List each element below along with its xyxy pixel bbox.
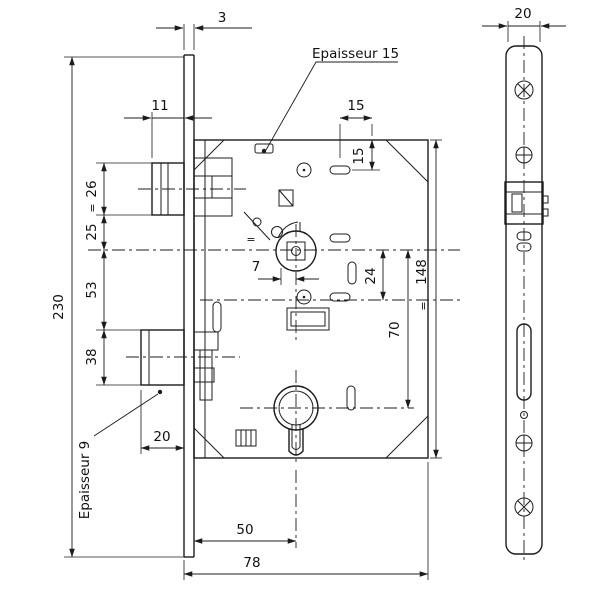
dim-label-70: 70 <box>387 321 403 338</box>
equals-mark-right: = <box>417 301 430 310</box>
equals-mark-center: = <box>246 233 255 246</box>
dim-axis-spacing-small: 24 <box>363 249 386 301</box>
centerlines <box>88 188 460 548</box>
dim-label-7: 7 <box>252 259 261 275</box>
equals-mark-left: = <box>86 203 99 212</box>
dim-label-78: 78 <box>243 555 260 571</box>
dim-faceplate-height: 230 <box>51 56 184 558</box>
dim-top-offset-v: 15 <box>351 139 380 171</box>
spring-lever <box>243 211 283 241</box>
dim-centre-distance: 70 <box>387 249 411 409</box>
dim-label-15h: 15 <box>347 98 364 114</box>
callout-dot-2 <box>157 389 163 395</box>
dim-label-11: 11 <box>151 98 168 114</box>
dim-label-148: 148 <box>414 259 430 285</box>
dim-label-20-side: 20 <box>514 6 531 22</box>
dim-label-53: 53 <box>84 281 100 298</box>
dim-case-depth: 78 <box>183 462 429 580</box>
side-slots <box>516 231 532 419</box>
deadbolt <box>140 329 219 401</box>
dim-backset: 50 <box>193 522 297 544</box>
callout-epaisseur-9: Epaisseur 9 <box>77 389 163 519</box>
screw-bottom-icon <box>514 497 534 517</box>
side-view <box>504 36 549 564</box>
fixing-holes <box>212 143 357 447</box>
dim-label-15v: 15 <box>351 147 367 164</box>
callout-epaisseur-15-label: Epaisseur 15 <box>312 46 399 62</box>
dim-top-offset-h: 15 <box>339 98 373 158</box>
dim-label-24: 24 <box>363 267 379 284</box>
dim-follower-to-bolt: 53 <box>84 249 107 331</box>
dim-bolt-height: 38 <box>84 329 141 386</box>
dim-label-26: 26 <box>84 180 100 197</box>
deadbolt-slot <box>516 323 532 401</box>
dim-label-50: 50 <box>236 522 253 538</box>
screw-upper-icon <box>515 146 533 164</box>
callout-epaisseur-15: Epaisseur 15 <box>261 46 399 154</box>
dim-case-height: 148 = <box>414 139 442 459</box>
callout-epaisseur-9-label: Epaisseur 9 <box>77 441 93 519</box>
screw-lower-icon <box>515 434 533 452</box>
dim-faceplate-thickness: 3 <box>156 10 252 50</box>
dim-latch-to-follower: 25 <box>84 214 107 251</box>
dim-follower-offset: 7 = <box>246 233 319 285</box>
latch-bolt <box>151 157 233 217</box>
dim-side-plate-width: 20 <box>482 6 566 42</box>
dim-latch-height: 26 = <box>84 162 152 216</box>
faceplate-front <box>183 54 195 558</box>
screw-top-icon <box>514 80 534 100</box>
dim-label-20-bolt: 20 <box>153 429 170 445</box>
dim-bolt-projection: 20 <box>140 390 185 454</box>
latch-side <box>504 181 549 225</box>
front-view <box>88 54 460 558</box>
dim-label-230: 230 <box>51 294 67 320</box>
dim-label-25: 25 <box>84 223 100 240</box>
callout-dot <box>261 148 267 154</box>
lock-case-outline <box>193 139 429 459</box>
dim-latch-projection: 11 <box>124 98 212 158</box>
dim-label-38: 38 <box>84 348 100 365</box>
dim-label-3: 3 <box>218 10 227 26</box>
